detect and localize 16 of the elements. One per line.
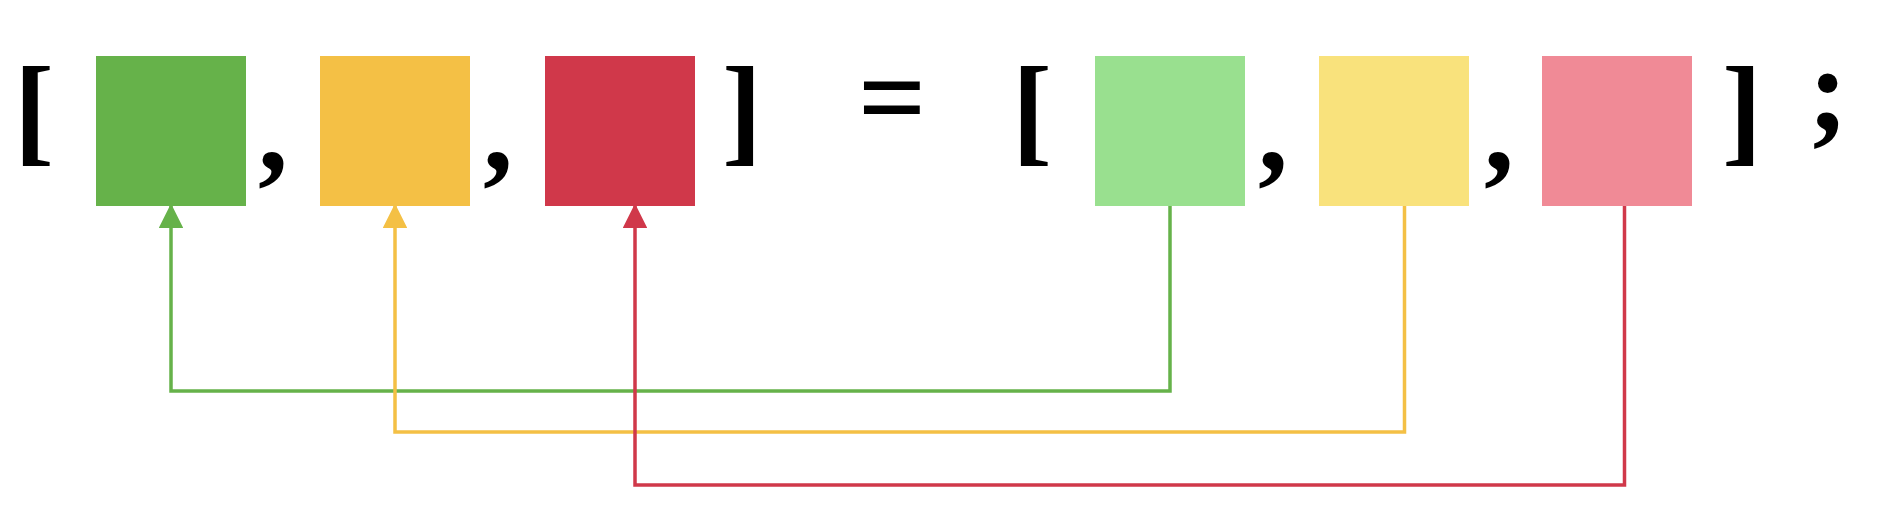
code-punctuation: ; <box>1808 30 1848 150</box>
code-punctuation: [ <box>1012 50 1052 170</box>
color-square <box>545 56 695 206</box>
color-square <box>1542 56 1692 206</box>
color-square <box>1319 56 1469 206</box>
color-square <box>96 56 246 206</box>
code-punctuation: [ <box>14 50 54 170</box>
code-punctuation: ] <box>1722 50 1762 170</box>
code-punctuation: , <box>258 70 288 190</box>
code-punctuation: ] <box>722 50 762 170</box>
color-square <box>320 56 470 206</box>
code-punctuation: = <box>858 38 927 158</box>
code-punctuation: , <box>1258 70 1288 190</box>
color-square <box>1095 56 1245 206</box>
code-punctuation: , <box>483 70 513 190</box>
code-punctuation: , <box>1484 70 1514 190</box>
